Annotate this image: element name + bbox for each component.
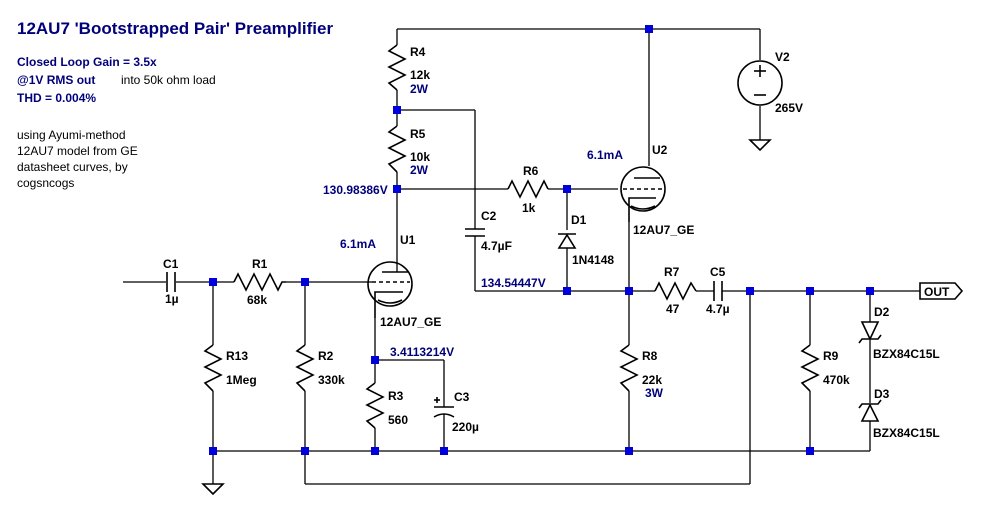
r13-name: R13: [226, 349, 248, 363]
r5-power: 2W: [410, 163, 429, 177]
cathode-voltage-u2: 134.54447V: [481, 276, 546, 290]
c2-name: C2: [481, 209, 497, 223]
note-line: cogsncogs: [17, 176, 74, 190]
c2-capacitor: [465, 228, 485, 237]
out-port: [919, 282, 964, 300]
out-label: OUT: [924, 285, 950, 299]
load-spec: into 50k ohm load: [121, 73, 216, 87]
d1-name: D1: [571, 213, 587, 227]
c3-value: 220µ: [452, 420, 479, 434]
r5-value: 10k: [410, 150, 430, 164]
r6-resistor: [507, 179, 549, 199]
r8-resistor: [619, 344, 639, 392]
r4-value: 12k: [410, 68, 430, 82]
gain-spec: Closed Loop Gain = 3.5x: [17, 55, 157, 69]
note-line: datasheet curves, by: [17, 160, 128, 174]
output-spec: @1V RMS out: [17, 73, 95, 87]
r5-name: R5: [410, 127, 426, 141]
c3-name: C3: [454, 390, 470, 404]
c5-capacitor: [713, 281, 723, 301]
c1-name: C1: [163, 257, 179, 271]
v2-name: V2: [775, 50, 790, 64]
v2-value: 265V: [775, 101, 803, 115]
c5-name: C5: [710, 265, 726, 279]
u2-current: 6.1mA: [587, 148, 623, 162]
plate-voltage-u1: 130.98386V: [323, 183, 388, 197]
r1-value: 68k: [247, 293, 267, 307]
schematic-title: 12AU7 'Bootstrapped Pair' Preamplifier: [17, 19, 333, 38]
u2-model: 12AU7_GE: [633, 223, 694, 237]
r6-name: R6: [523, 164, 539, 178]
u1-triode: [362, 261, 413, 318]
r2-value: 330k: [318, 373, 345, 387]
d3-zener: [858, 399, 882, 422]
c1-value: 1µ: [165, 292, 179, 306]
d2-zener: [858, 321, 882, 344]
r13-resistor: [203, 344, 223, 392]
r1-name: R1: [252, 257, 268, 271]
d3-name: D3: [874, 387, 890, 401]
d1-diode: [557, 233, 577, 249]
u1-model: 12AU7_GE: [380, 315, 441, 329]
r8-power: 3W: [645, 386, 664, 400]
r4-power: 2W: [410, 82, 429, 96]
junction-dots: [209, 25, 874, 455]
cathode-voltage-u1: 3.4113214V: [390, 345, 454, 359]
d3-value: BZX84C15L: [873, 426, 940, 440]
r7-name: R7: [664, 265, 680, 279]
r1-resistor: [233, 272, 286, 292]
d2-value: BZX84C15L: [873, 347, 940, 361]
note-line: 12AU7 model from GE: [17, 144, 138, 158]
v2-voltage-source: [737, 60, 783, 106]
c3-capacitor: [433, 397, 455, 418]
ground-icon: [748, 139, 772, 152]
r5-resistor: [387, 125, 407, 173]
u2-triode: [620, 166, 666, 222]
ground-icon: [201, 483, 225, 496]
thd-spec: THD = 0.004%: [17, 91, 96, 105]
r8-name: R8: [642, 349, 658, 363]
r7-value: 47: [666, 302, 680, 316]
u1-current: 6.1mA: [340, 237, 376, 251]
r2-name: R2: [318, 349, 334, 363]
r8-value: 22k: [642, 373, 662, 387]
r9-value: 470k: [823, 373, 850, 387]
r3-value: 560: [388, 413, 408, 427]
r2-resistor: [295, 344, 315, 392]
r3-resistor: [365, 382, 385, 429]
u1-name: U1: [400, 233, 416, 247]
d1-value: 1N4148: [572, 253, 614, 267]
c2-value: 4.7µF: [481, 239, 512, 253]
d2-name: D2: [874, 305, 890, 319]
r4-name: R4: [410, 45, 426, 59]
r7-resistor: [654, 281, 697, 301]
u2-name: U2: [652, 143, 668, 157]
r3-name: R3: [388, 389, 404, 403]
c5-value: 4.7µ: [706, 302, 730, 316]
wires: [123, 28, 920, 485]
r6-value: 1k: [522, 201, 536, 215]
r9-resistor: [800, 344, 820, 392]
r13-value: 1Meg: [226, 373, 257, 387]
c1-capacitor: [166, 272, 176, 292]
note-line: using Ayumi-method: [17, 128, 126, 142]
r4-resistor: [387, 44, 407, 91]
r9-name: R9: [823, 349, 839, 363]
